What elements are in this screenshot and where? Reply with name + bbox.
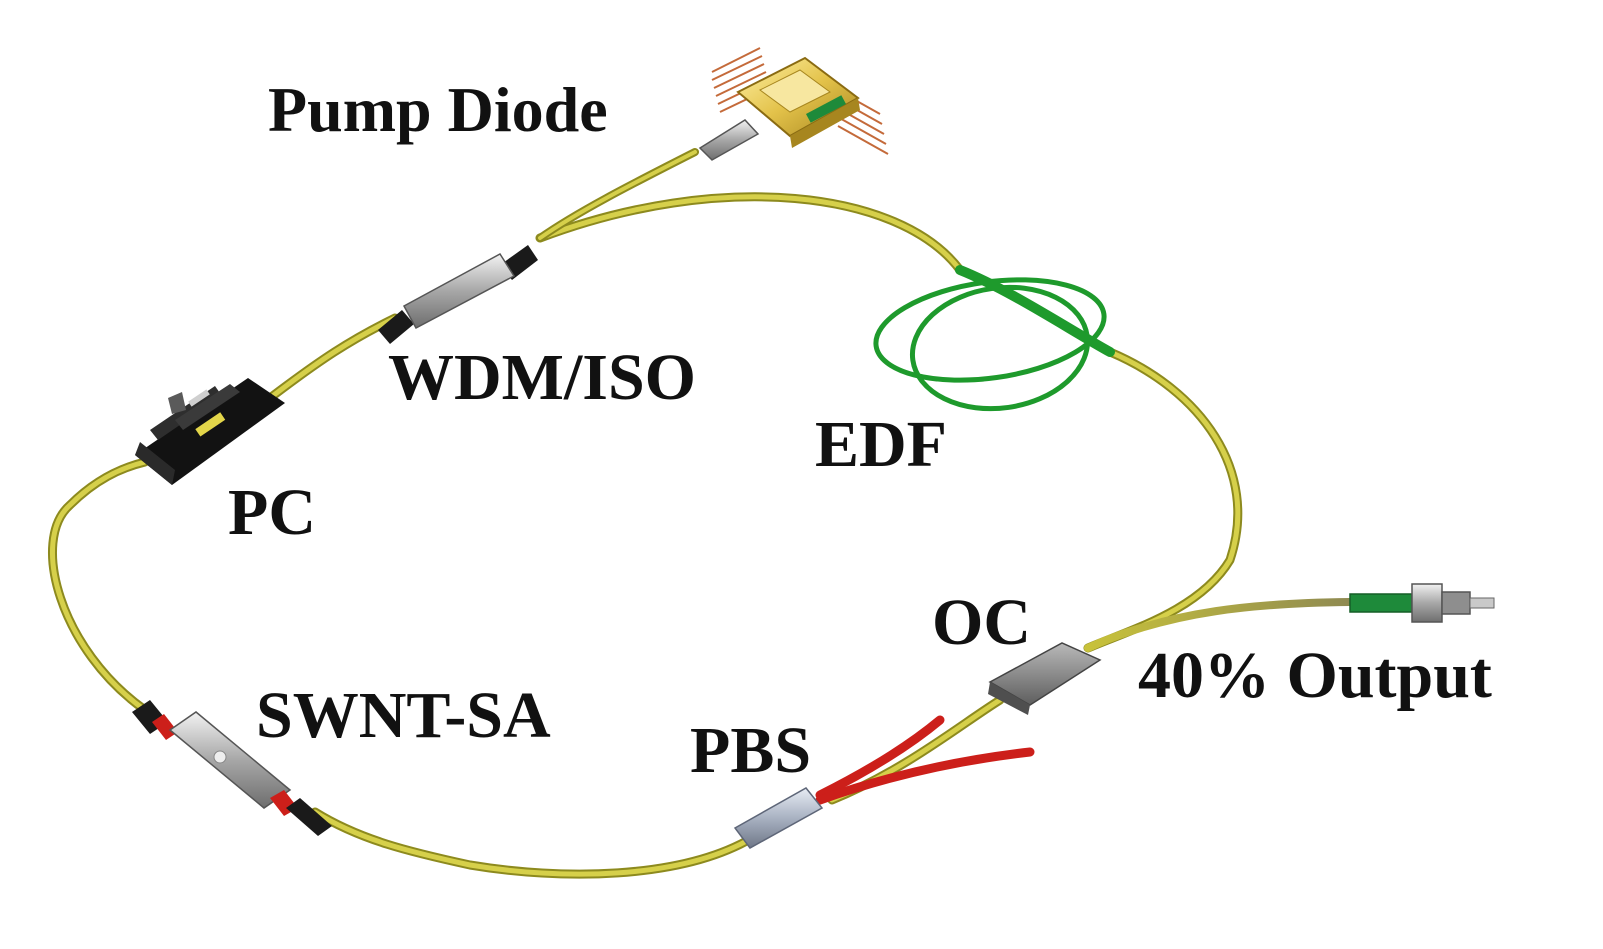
output-coupler [988,598,1354,715]
swnt-sa-component [132,700,332,836]
fc-connector [1349,583,1495,623]
edf-label: EDF [815,408,947,481]
polarization-controller [135,378,285,485]
pump-diode-label: Pump Diode [268,74,608,145]
output-label: 40% Output [1138,639,1492,712]
pbs-component [733,715,1035,849]
wdm-iso-label: WDM/ISO [388,341,697,414]
wdm-iso-component [378,245,538,344]
edf-coil [873,265,1115,412]
pbs-label: PBS [690,714,812,787]
pc-label: PC [228,476,316,549]
swnt-sa-label: SWNT-SA [256,679,551,752]
oc-label: OC [932,586,1031,659]
pump-diode [698,47,889,161]
